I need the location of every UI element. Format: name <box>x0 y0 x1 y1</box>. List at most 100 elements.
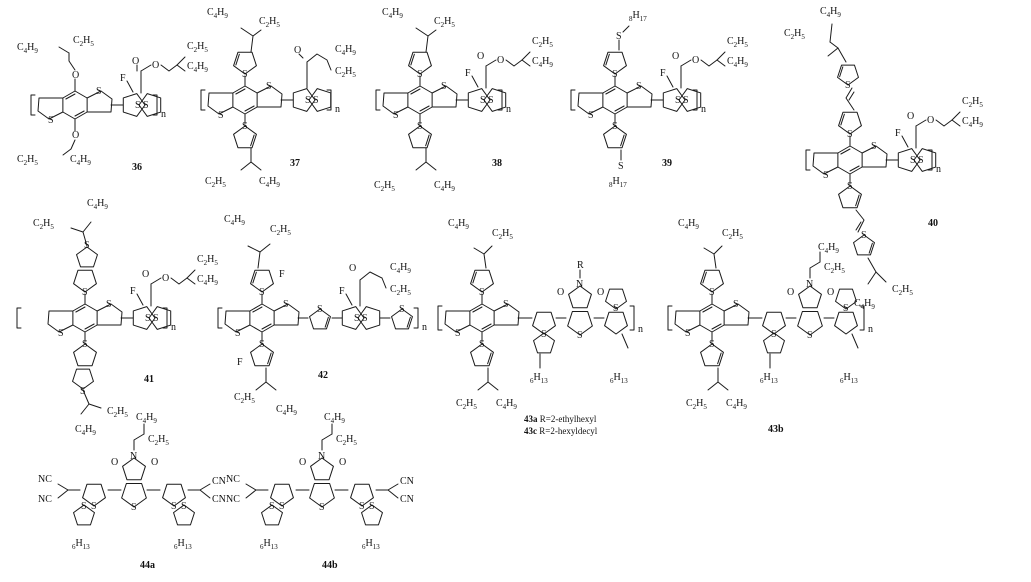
thiophene-ring-left <box>577 92 604 115</box>
alkyl-chain <box>425 161 437 171</box>
thienothiophene-ring-a <box>467 88 491 112</box>
alkyl-chain <box>700 59 718 67</box>
nitrogen-atom: N <box>806 279 813 290</box>
sulfur-atom: S <box>259 287 265 298</box>
thienothiophene-left-b <box>533 332 555 354</box>
fluorine-atom: F <box>279 269 285 280</box>
bond <box>387 489 399 499</box>
polymer-bracket-right <box>629 305 635 331</box>
sulfur-atom: S <box>145 313 151 324</box>
r-group-label: R <box>577 260 584 271</box>
bond <box>150 277 162 285</box>
repeat-n: n <box>701 104 706 115</box>
oxygen-atom: O <box>349 263 356 274</box>
cyano-group: CN <box>400 476 414 487</box>
double-bond <box>410 88 421 95</box>
sulfur-atom: S <box>612 69 618 80</box>
sulfur-atom: S <box>131 502 137 513</box>
oxygen-atom: O <box>907 111 914 122</box>
alkyl-chain <box>170 277 188 285</box>
thienothiophene-ring-a <box>341 306 365 330</box>
sulfur-atom: S <box>479 287 485 298</box>
alkyl-label: C4H9 <box>335 44 356 57</box>
oxygen-atom: O <box>927 115 934 126</box>
sulfur-atom: S <box>283 299 289 310</box>
double-bond <box>614 105 625 112</box>
double-bond <box>261 323 272 330</box>
alkyl-label: C2H5 <box>532 36 553 49</box>
sulfur-atom: S <box>143 100 149 111</box>
side-thienothiophene-bottom <box>73 343 97 367</box>
benzene-ring <box>72 303 98 333</box>
double-bond <box>65 93 76 100</box>
sulfur-atom: S <box>709 287 715 298</box>
fluorine-atom: F <box>120 73 126 84</box>
double-bond <box>855 194 860 207</box>
alkyl-label: C2H5 <box>270 224 291 237</box>
side-thienothiophene-top-2 <box>76 246 98 268</box>
alkyl-label: C2H5 <box>73 35 94 48</box>
sulfur-atom: S <box>242 121 248 132</box>
compound-number: 37 <box>290 158 300 169</box>
sulfur-atom: S <box>242 69 248 80</box>
cyano-group: NC <box>38 494 52 505</box>
alkyl-label: C4H9 <box>434 180 455 193</box>
alkyl-label: C4H9 <box>962 116 983 129</box>
oxygen-atom: O <box>142 269 149 280</box>
double-bond <box>840 113 845 126</box>
double-bond <box>472 271 477 284</box>
sulfur-atom: S <box>313 95 319 106</box>
sulfur-atom: S <box>417 121 423 132</box>
oxygen-atom: O <box>132 56 139 67</box>
alkyl-chain <box>483 245 493 269</box>
alkyl-label: C2H5 <box>197 254 218 267</box>
thienothiophene-ring-b <box>138 93 162 117</box>
repeat-n: n <box>506 104 511 115</box>
vinylene <box>845 87 855 111</box>
sulfur-atom: S <box>235 328 241 339</box>
polymer-bracket-right <box>927 149 933 171</box>
oxygen-atom: O <box>787 287 794 298</box>
quinoidal-thiophene-right-a <box>162 483 186 507</box>
bond <box>140 64 152 72</box>
alkyl-chain <box>257 243 271 269</box>
fluorine-atom: F <box>130 286 136 297</box>
quinoidal-thiophene-left-a <box>270 483 294 507</box>
oxygen-atom: O <box>692 55 699 66</box>
thiophene-ring-left <box>444 310 471 333</box>
oxygen-atom: O <box>827 287 834 298</box>
sulfur-atom: S <box>441 81 447 92</box>
alkyl-label: C4H9 <box>87 198 108 211</box>
alkyl-chain <box>716 51 726 61</box>
polymer-bracket-left <box>570 89 576 111</box>
double-bond <box>298 53 304 59</box>
alkyl-label: C4H9 <box>207 7 228 20</box>
oxygen-atom: O <box>72 70 79 81</box>
cyano-group: NC <box>226 474 240 485</box>
alkyl-label: C2H5 <box>336 434 357 447</box>
benzene-ring <box>837 145 863 175</box>
alkyl-label: 6H13 <box>530 372 548 385</box>
sulfur-atom: S <box>359 501 365 512</box>
alkyl-chain <box>935 119 953 127</box>
bond <box>136 293 144 306</box>
polymer-bracket-left <box>437 305 443 331</box>
double-bond <box>252 306 263 313</box>
sulfur-atom: S <box>48 115 54 126</box>
alkyl-label: C4H9 <box>276 404 297 417</box>
alkyl-label: C2H5 <box>492 228 513 241</box>
sulfur-atom: S <box>106 299 112 310</box>
bond <box>199 489 211 499</box>
sulfur-atom: S <box>181 501 187 512</box>
sulfur-atom: S <box>618 161 624 172</box>
polymer-bracket-right <box>326 89 332 111</box>
alkyl-chain <box>521 51 531 61</box>
alkyl-chain <box>829 23 833 43</box>
side-thiophene-top <box>470 269 494 293</box>
thiophene-ring-right <box>96 303 123 326</box>
sulfur-atom: S <box>871 141 877 152</box>
sulfur-atom: S <box>636 81 642 92</box>
thiophene-ring-left <box>207 92 234 115</box>
